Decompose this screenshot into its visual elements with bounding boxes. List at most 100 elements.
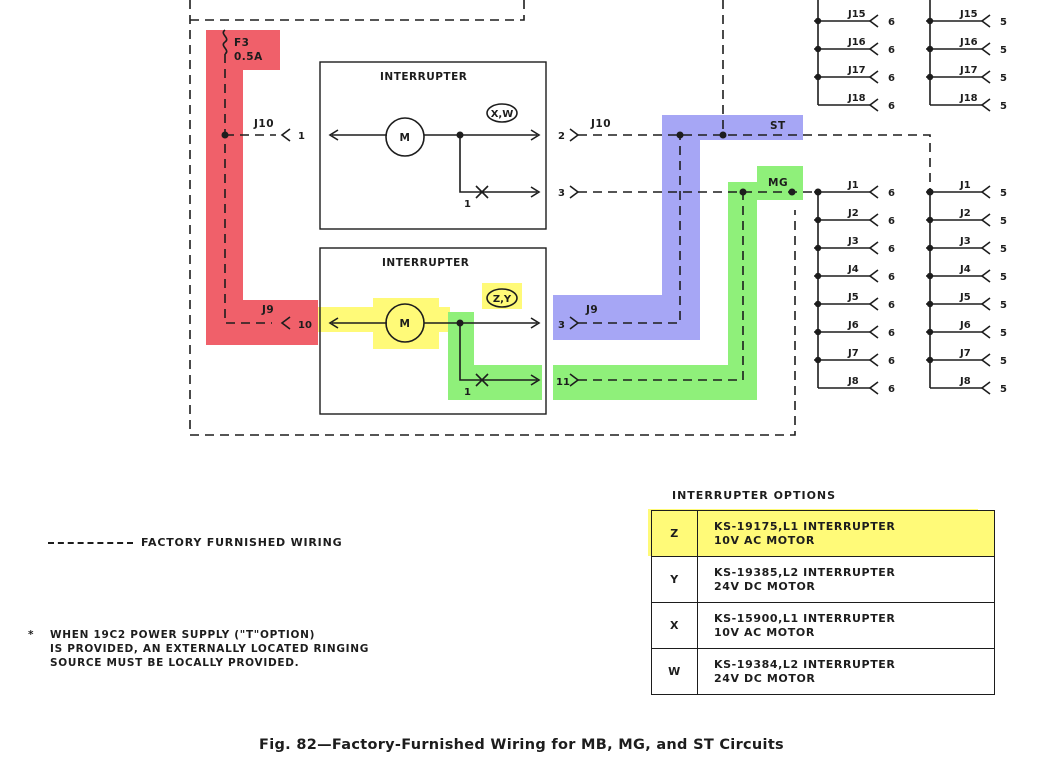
jack-pin: 6	[888, 188, 895, 199]
jack-row: J5 6	[814, 292, 895, 311]
jack-pin: 6	[888, 300, 895, 311]
jack-row: J17 5	[926, 65, 1007, 84]
lower-out-jack: J9	[585, 304, 598, 316]
jack-label: J6	[959, 320, 971, 331]
jack-pin: 5	[1000, 73, 1007, 84]
jack-pin: 5	[1000, 216, 1007, 227]
jack-columns: J156J166J176J186J155J165J175J185J16J26J3…	[814, 0, 1007, 395]
st-circuit-label: ST	[770, 120, 786, 132]
jack-label: J7	[959, 348, 971, 359]
option-line: KS-19385,L2 INTERRUPTER	[714, 565, 896, 579]
option-code: Z	[651, 510, 698, 557]
jack-label: J7	[847, 348, 859, 359]
option-code: W	[651, 648, 698, 695]
jack-row: J16 6	[814, 37, 895, 56]
upper-interrupter-title: INTERRUPTER	[380, 71, 467, 83]
option-line: 24V DC MOTOR	[714, 579, 816, 593]
legend-dashed-line	[48, 541, 133, 544]
figure-caption: Fig. 82—Factory-Furnished Wiring for MB,…	[259, 737, 784, 753]
jack-label: J15	[847, 9, 866, 20]
power-supply-note: * WHEN 19C2 POWER SUPPLY ("T"OPTION) IS …	[28, 628, 369, 670]
jack-label: J17	[959, 65, 978, 76]
factory-boundary	[189, 0, 796, 436]
option-line: KS-19175,L1 INTERRUPTER	[714, 519, 896, 533]
jack-label: J6	[847, 320, 859, 331]
jack-pin: 5	[1000, 356, 1007, 367]
upper-out-pin-a: 2	[558, 131, 565, 142]
jack-pin: 6	[888, 356, 895, 367]
option-line: 24V DC MOTOR	[714, 671, 816, 685]
upper-out-pin-b: 3	[558, 188, 565, 199]
lower-interrupter-title: INTERRUPTER	[382, 257, 469, 269]
jack-pin: 6	[888, 272, 895, 283]
jack-row: J7 5	[926, 348, 1007, 367]
option-line: 10V AC MOTOR	[714, 533, 815, 547]
lower-in-pin: 10	[298, 320, 312, 331]
jack-label: J8	[959, 376, 971, 387]
st-circuit-highlight	[553, 115, 803, 340]
fuse-rating: 0.5A	[234, 51, 263, 63]
jack-pin: 5	[1000, 188, 1007, 199]
jack-label: J2	[847, 208, 859, 219]
jack-label: J2	[959, 208, 971, 219]
jack-label: J5	[847, 292, 859, 303]
jack-pin: 5	[1000, 328, 1007, 339]
jack-pin: 5	[1000, 384, 1007, 395]
jack-label: J18	[959, 93, 978, 104]
upper-options-tag: X,W	[491, 109, 514, 120]
upper-interrupter: INTERRUPTER J10 1 M 1 X,W 2 J10 3	[253, 61, 931, 230]
jack-row: J8 5	[930, 376, 1007, 395]
mg-circuit-highlight	[448, 166, 803, 400]
jack-row: J36	[814, 236, 895, 255]
lower-contact-pin: 1	[464, 387, 471, 398]
jack-label: J4	[959, 264, 971, 275]
jack-label: J8	[847, 376, 859, 387]
option-line: 10V AC MOTOR	[714, 625, 815, 639]
jack-pin: 6	[888, 244, 895, 255]
jack-pin: 6	[888, 384, 895, 395]
note-line: SOURCE MUST BE LOCALLY PROVIDED.	[50, 657, 300, 669]
lower-options-tag: Z,Y	[493, 294, 512, 305]
jack-pin: 5	[1000, 244, 1007, 255]
jack-pin: 6	[888, 45, 895, 56]
jack-row: J16	[814, 180, 895, 199]
upper-motor-label: M	[400, 132, 411, 144]
jack-row: J8 6	[818, 376, 895, 395]
jack-pin: 6	[888, 101, 895, 112]
upper-out-jack: J10	[590, 118, 611, 130]
jack-pin: 5	[1000, 300, 1007, 311]
option-code: X	[651, 602, 698, 649]
legend: FACTORY FURNISHED WIRING	[48, 536, 342, 549]
jack-label: J15	[959, 9, 978, 20]
jack-pin: 5	[1000, 45, 1007, 56]
mg-circuit-label: MG	[768, 177, 788, 189]
lower-out-pin-a: 3	[558, 320, 565, 331]
note-line: IS PROVIDED, AN EXTERNALLY LOCATED RINGI…	[50, 643, 370, 655]
highlights	[206, 30, 978, 556]
fuse-circuit-highlight	[206, 30, 318, 345]
jack-label: J16	[847, 37, 866, 48]
upper-contact-pin: 1	[464, 199, 471, 210]
upper-in-pin: 1	[298, 131, 305, 142]
jack-label: J5	[959, 292, 971, 303]
jack-row: J45	[926, 264, 1007, 283]
fuse-f3: F3 0.5A	[221, 29, 276, 324]
jack-row: J26	[814, 208, 895, 227]
fuse-designation: F3	[234, 37, 249, 49]
